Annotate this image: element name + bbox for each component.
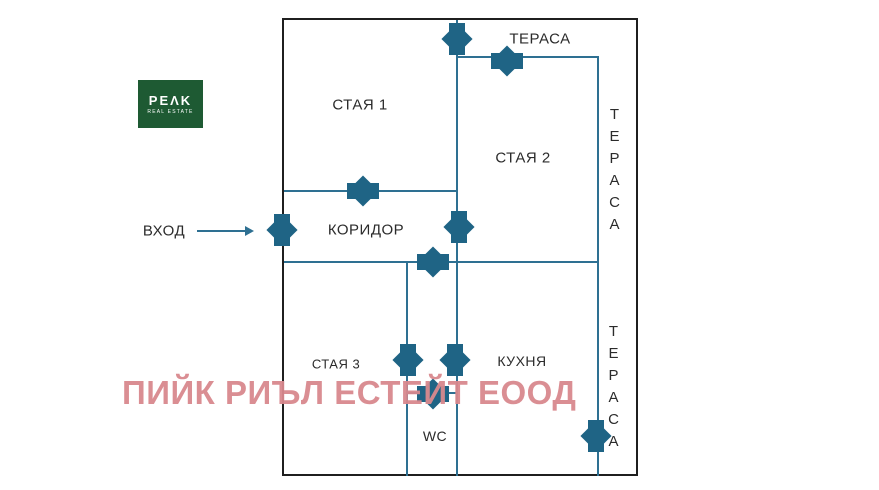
entrance-label: ВХОД (142, 222, 186, 240)
kitchen-label: КУХНЯ (497, 353, 547, 369)
door-icon (415, 244, 451, 280)
terrace-door-icon (578, 418, 614, 454)
wall-terrace-right (597, 56, 599, 476)
entrance-arrow-head (245, 226, 254, 236)
peak-logo: PEΛK REAL ESTATE (138, 80, 203, 128)
door-icon (437, 342, 473, 378)
wall-vertical-center (456, 20, 458, 476)
door-icon (345, 173, 381, 209)
entrance-arrow (197, 230, 245, 232)
watermark: ПИЙК РИЪЛ ЕСТЕЙТ ЕООД (122, 374, 577, 411)
logo-subtext: REAL ESTATE (147, 108, 194, 115)
wc-label: WC (422, 428, 448, 444)
wc-door-icon (415, 376, 451, 412)
terrace-top-label: ТЕРАСА (509, 30, 571, 48)
door-icon (439, 21, 475, 57)
logo-wordmark: PEΛK (148, 92, 193, 108)
room2-label: СТАЯ 2 (495, 149, 551, 167)
terrace-right-upper-label: ТЕРАСА (606, 106, 623, 238)
room3-label: СТАЯ 3 (311, 356, 361, 372)
door-icon (441, 209, 477, 245)
entrance-door-icon (264, 212, 300, 248)
door-icon (489, 43, 525, 79)
corridor-label: КОРИДОР (327, 221, 405, 239)
wall-terrace-top (457, 56, 599, 58)
terrace-right-lower-label: ТЕРАСА (605, 323, 622, 455)
outer-wall (282, 18, 638, 476)
door-icon (390, 342, 426, 378)
room1-label: СТАЯ 1 (332, 96, 388, 114)
